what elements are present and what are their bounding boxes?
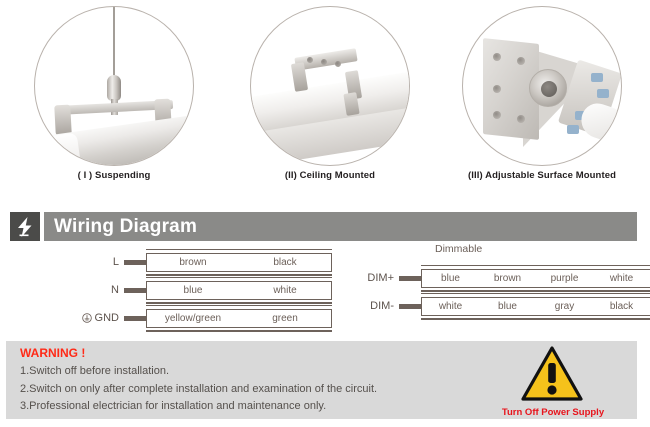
wiring-row-label: L <box>70 256 124 268</box>
wiring-row-label-text: L <box>112 256 119 268</box>
mounting-option-caption: ( I ) Suspending <box>77 170 151 181</box>
wire-color-cell: white <box>438 300 463 312</box>
warning-title: WARNING ! <box>20 346 86 360</box>
wiring-row-label: DIM+ <box>345 272 399 284</box>
wire-color-cell: white <box>273 284 297 296</box>
wiring-row-n: N blue white <box>70 276 333 304</box>
wire-color-cell: yellow/green <box>164 312 222 324</box>
warning-triangle-icon <box>521 346 583 402</box>
warning-panel: WARNING ! 1.Switch off before installati… <box>6 341 637 419</box>
wiring-row-label-text: N <box>111 284 119 296</box>
wire-color-cell: black <box>273 256 297 268</box>
wiring-row-label-text: DIM+ <box>367 272 394 284</box>
warning-list-item: 1.Switch off before installation. <box>20 365 169 377</box>
wiring-row-label-text: GND <box>94 312 119 324</box>
wire-box: white blue gray black <box>420 292 650 320</box>
wiring-row-gnd: GND yellow/green green <box>70 304 333 332</box>
warning-list: 1.Switch off before installation. 2.Swit… <box>20 363 377 416</box>
wire-color-cell: gray <box>554 300 575 312</box>
warning-list-item: 3.Professional electrician for installat… <box>20 400 327 412</box>
wiring-row-dim-minus: DIM- white blue gray black <box>345 292 650 320</box>
dimmable-wiring-group: Dimmable DIM+ blue brown purple white DI… <box>345 243 650 320</box>
wire-lead <box>124 315 146 321</box>
turn-off-power-sign: Turn Off Power Supply <box>502 346 604 418</box>
wire-color-cell: blue <box>441 272 460 284</box>
wire-color-cell: blue <box>498 300 517 312</box>
wiring-diagram-title-bar: Wiring Diagram <box>44 212 637 241</box>
mounting-option-caption: (II) Ceiling Mounted <box>284 170 376 181</box>
ceiling-mount-photo <box>250 6 410 166</box>
wire-lead <box>399 275 421 281</box>
mains-wiring-group: L brown black N blue white <box>70 248 333 332</box>
dimmable-title: Dimmable <box>435 243 483 255</box>
wire-box: brown black <box>145 248 333 276</box>
wire-color-cell: brown <box>179 256 207 268</box>
wire-lead <box>399 303 421 309</box>
earth-ground-icon <box>81 313 92 323</box>
wiring-row-label-text: DIM- <box>370 300 394 312</box>
wiring-diagram-body: L brown black N blue white <box>0 243 650 335</box>
wire-color-cell: green <box>272 312 298 324</box>
warning-list-item: 2.Switch on only after complete installa… <box>20 382 378 395</box>
wiring-row-label: DIM- <box>345 300 399 312</box>
wiring-row-label: N <box>70 284 124 296</box>
wire-color-cell: blue <box>183 284 203 296</box>
wiring-row-label: GND <box>70 312 124 324</box>
wiring-diagram-title: Wiring Diagram <box>54 215 198 237</box>
wire-lead <box>124 259 146 265</box>
mounting-option-adjustable: (III) Adjustable Surface Mounted <box>434 4 650 200</box>
mounting-options-row: ( I ) Suspending (II) Ceiling Mounted <box>0 0 650 200</box>
turn-off-power-label: Turn Off Power Supply <box>501 407 605 418</box>
wiring-row-dim-plus: DIM+ blue brown purple white <box>345 264 650 292</box>
suspending-mount-photo <box>34 6 194 166</box>
lightning-bolt-icon <box>10 212 40 241</box>
wire-lead <box>124 287 146 293</box>
wiring-row-l: L brown black <box>70 248 333 276</box>
mounting-option-caption: (III) Adjustable Surface Mounted <box>468 170 616 181</box>
wire-color-cell: brown <box>493 272 522 284</box>
mounting-option-ceiling: (II) Ceiling Mounted <box>222 4 438 200</box>
wire-color-cell: purple <box>550 272 579 284</box>
wire-color-cell: white <box>609 272 634 284</box>
wire-box: blue brown purple white <box>420 264 650 292</box>
mounting-option-suspending: ( I ) Suspending <box>6 4 222 200</box>
wiring-diagram-header: Wiring Diagram <box>10 212 637 241</box>
wire-box: yellow/green green <box>145 304 333 332</box>
adjustable-surface-mount-photo <box>462 6 622 166</box>
wire-box: blue white <box>145 276 333 304</box>
wire-color-cell: black <box>609 300 634 312</box>
